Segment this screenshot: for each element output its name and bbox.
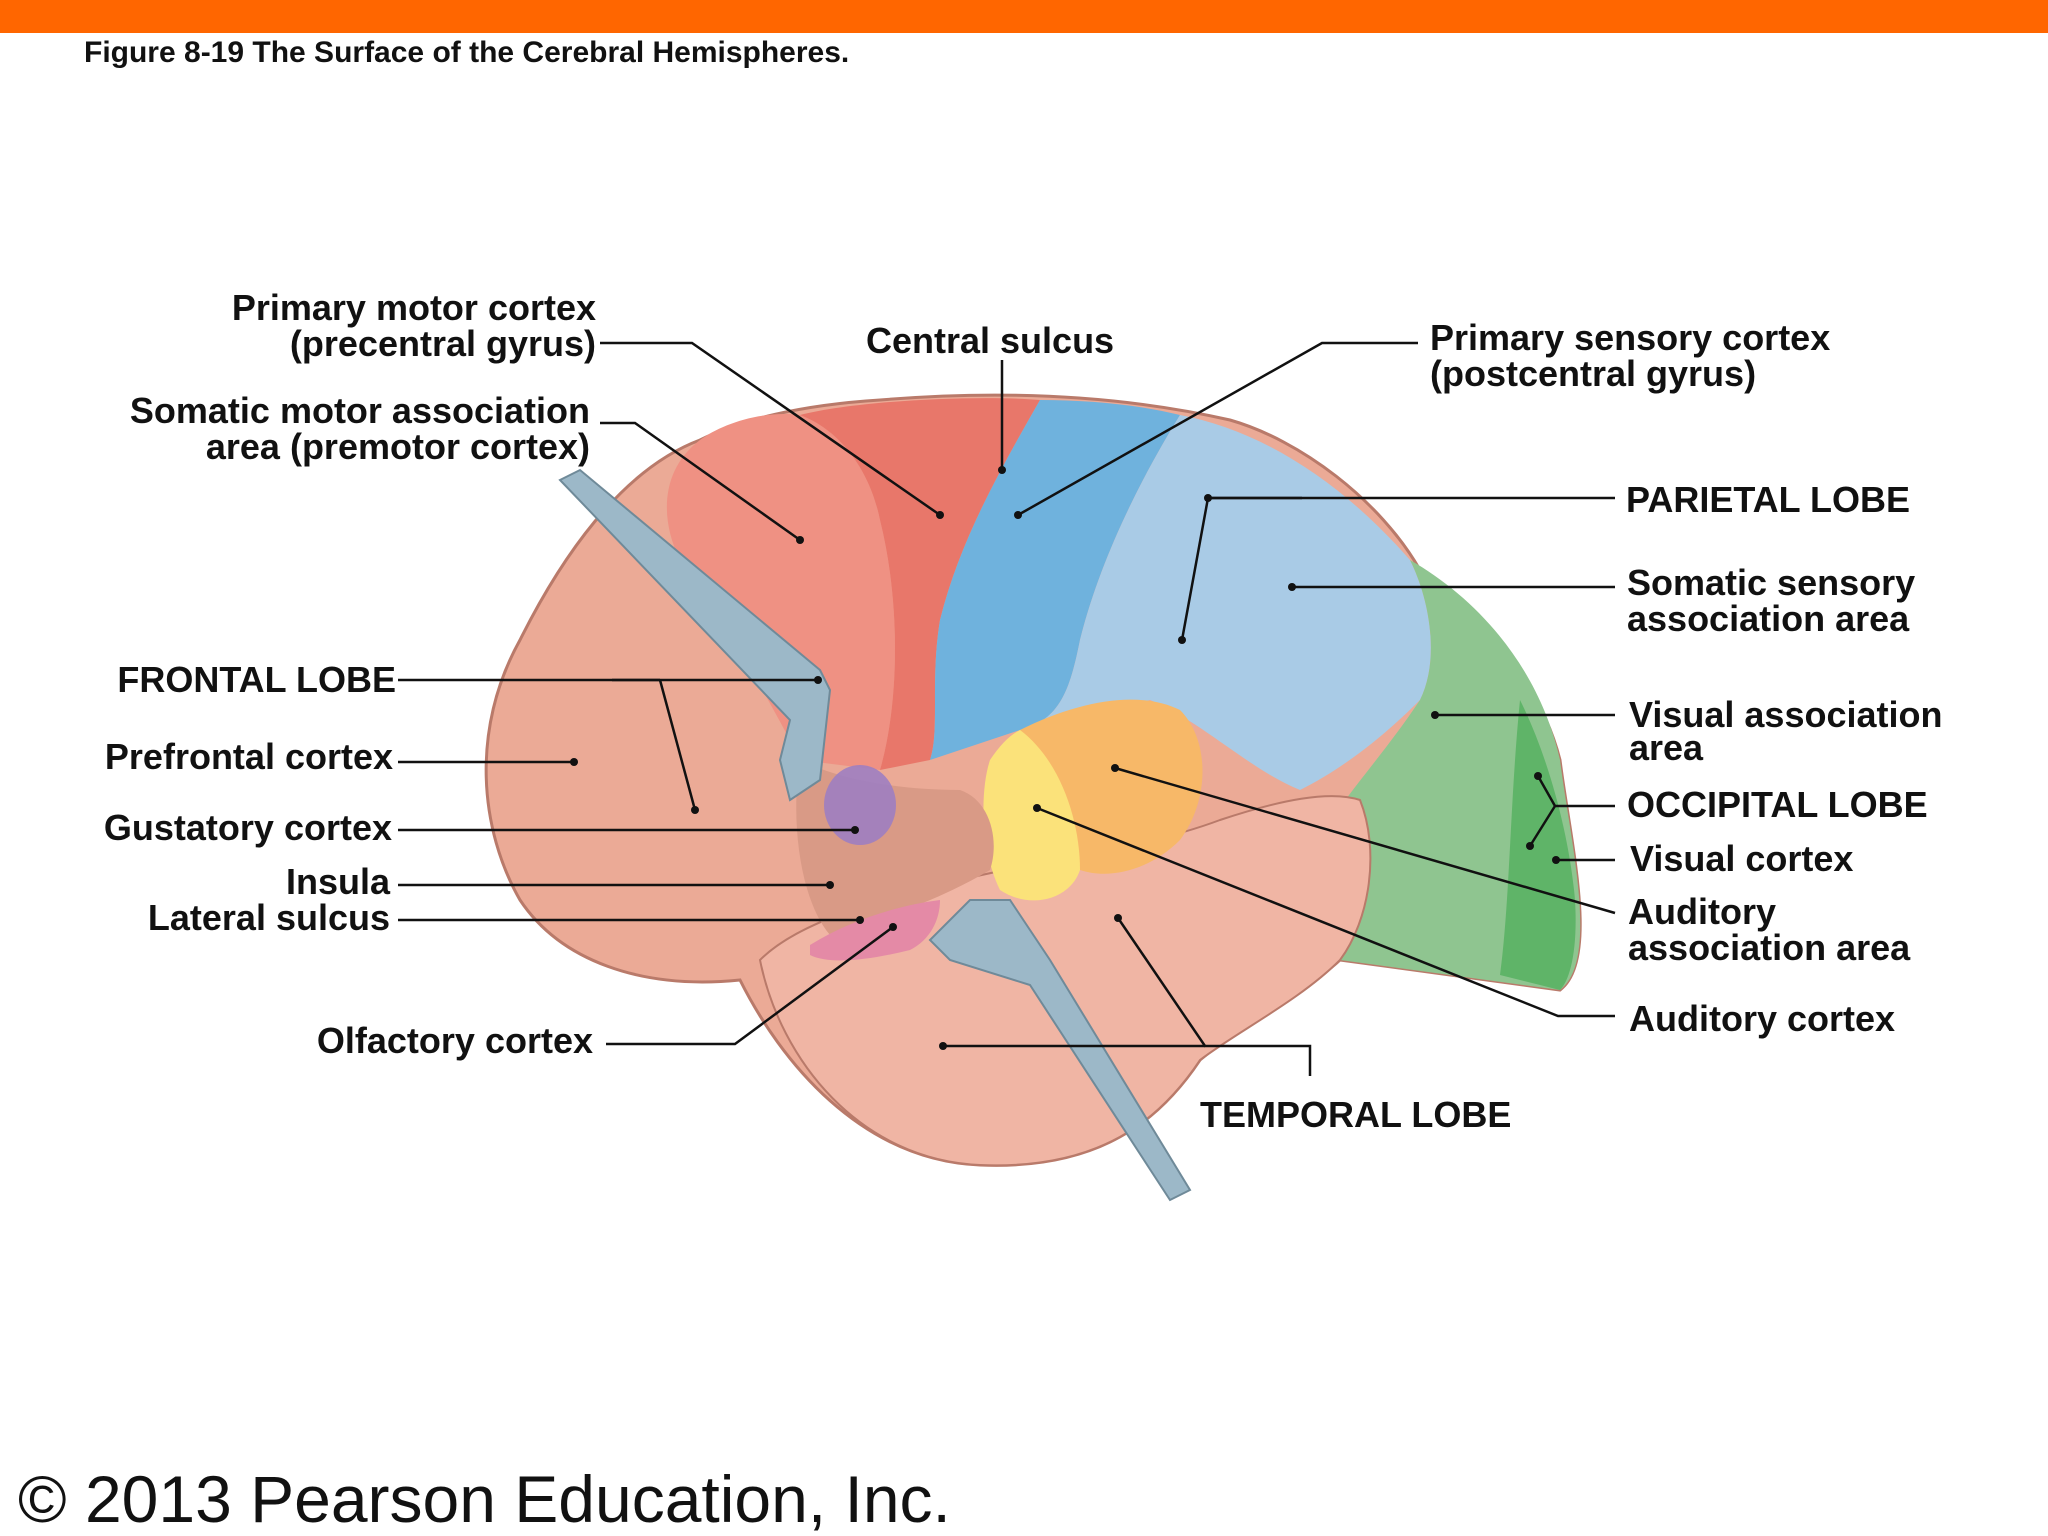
leader-lines: [398, 341, 1616, 1076]
olfactory-region: [810, 900, 940, 961]
primary-sensory-region: [930, 400, 1180, 760]
parietal-association-region: [1020, 415, 1431, 790]
leader-primary-sensory: [1017, 341, 1418, 517]
leader-olfactory: [606, 925, 894, 1046]
leader-temporal: [1116, 917, 1312, 1076]
label-frontal-lobe: FRONTAL LOBE: [117, 659, 396, 700]
leader-auditory-cortex: [1036, 806, 1615, 1018]
leader-auditory-association: [1114, 766, 1616, 915]
label-somatic-motor: Somatic motor association area (premotor…: [129, 390, 590, 467]
figure-title: Figure 8-19 The Surface of the Cerebral …: [84, 36, 850, 69]
label-parietal-lobe: PARIETAL LOBE: [1626, 479, 1911, 520]
probe-upper: [558, 468, 832, 802]
leader-occipital-2: [1528, 805, 1557, 847]
premotor-region: [666, 414, 895, 770]
label-visual-association: Visual association area: [1629, 694, 1943, 768]
visual-cortex-region: [1500, 700, 1576, 990]
leader-somatic-motor: [600, 421, 801, 542]
leader-primary-motor: [600, 341, 941, 517]
label-auditory-cortex: Auditory cortex: [1629, 998, 1896, 1039]
label-olfactory: Olfactory cortex: [316, 1020, 593, 1061]
label-occipital-lobe: OCCIPITAL LOBE: [1627, 784, 1928, 825]
label-gustatory: Gustatory cortex: [103, 807, 392, 848]
label-primary-sensory: Primary sensory cortex (postcentral gyru…: [1430, 317, 1831, 394]
probe-lower: [928, 899, 1192, 1202]
label-central-sulcus: Central sulcus: [866, 320, 1115, 361]
label-auditory-association: Auditory association area: [1628, 891, 1911, 968]
auditory-cortex-region: [983, 730, 1080, 901]
label-prefrontal: Prefrontal cortex: [104, 736, 393, 777]
gustatory-region: [824, 765, 896, 845]
label-visual-cortex: Visual cortex: [1630, 838, 1854, 879]
header-bar: [0, 0, 2048, 33]
label-primary-motor: Primary motor cortex (precentral gyrus): [231, 287, 596, 364]
brain-illustration: [484, 393, 1582, 1202]
label-lateral-sulcus: Lateral sulcus: [147, 897, 390, 938]
label-somatic-sensory: Somatic sensory association area: [1627, 562, 1916, 639]
primary-motor-region: [800, 398, 1040, 770]
copyright: © 2013 Pearson Education, Inc.: [18, 1462, 951, 1536]
label-insula: Insula: [285, 861, 390, 902]
leader-dots: [570, 466, 1560, 1050]
leader-frontal-2: [658, 679, 697, 811]
label-temporal-lobe: TEMPORAL LOBE: [1200, 1094, 1512, 1135]
